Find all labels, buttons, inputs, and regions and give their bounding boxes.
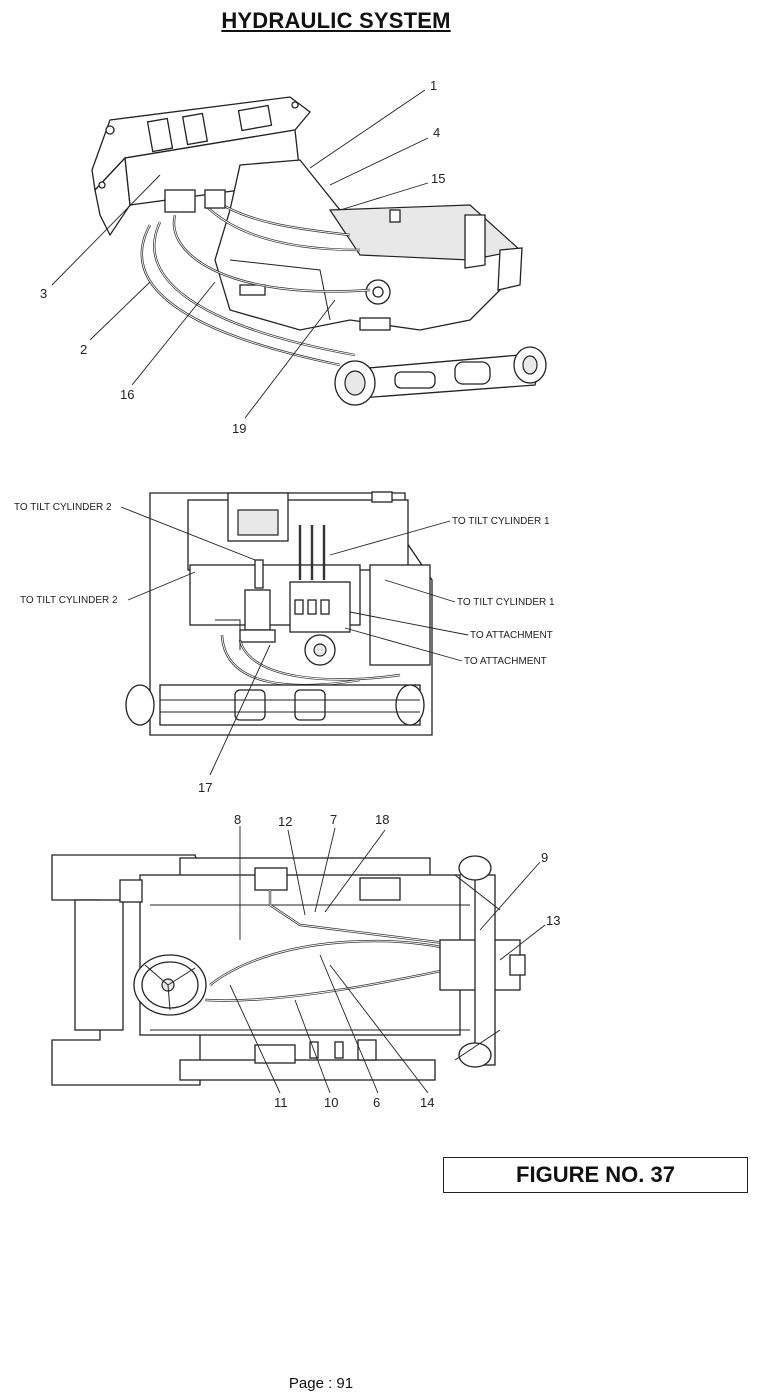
page-title: HYDRAULIC SYSTEM — [221, 8, 451, 33]
callout-12: 12 — [278, 814, 292, 829]
steering-wheel — [133, 954, 207, 1016]
callout-10: 10 — [324, 1095, 338, 1110]
callout-2: 2 — [80, 342, 87, 357]
label-tilt-cylinder-1-upper: TO TILT CYLINDER 1 — [452, 516, 550, 527]
truck-frame — [214, 159, 523, 331]
control-valve — [239, 559, 351, 666]
callout-4: 4 — [433, 125, 440, 140]
label-attachment-upper: TO ATTACHMENT — [470, 630, 553, 641]
callout-15: 15 — [431, 171, 445, 186]
label-tilt-cylinder-2-lower: TO TILT CYLINDER 2 — [20, 595, 118, 606]
hydraulic-top-view-diagram: 8 12 7 18 9 13 11 10 6 14 — [51, 812, 560, 1110]
callout-9: 9 — [541, 850, 548, 865]
bottom-callouts: 8 12 7 18 9 13 11 10 6 14 — [229, 812, 560, 1110]
callout-14: 14 — [420, 1095, 434, 1110]
top-callouts: 1 4 15 3 2 16 19 — [40, 78, 445, 436]
callout-6: 6 — [373, 1095, 380, 1110]
hydraulic-perspective-diagram: 1 4 15 3 2 16 19 — [40, 78, 547, 436]
callout-17: 17 — [198, 780, 212, 795]
label-tilt-cylinder-1-lower: TO TILT CYLINDER 1 — [457, 597, 555, 608]
callout-19: 19 — [232, 421, 246, 436]
steer-axle — [334, 346, 547, 406]
rear-labels: TO TILT CYLINDER 2 TO TILT CYLINDER 2 TO… — [14, 502, 555, 795]
callout-3: 3 — [40, 286, 47, 301]
figure-caption: FIGURE NO. 37 — [443, 1157, 748, 1193]
rear-hoses — [215, 525, 401, 687]
mast-carriage-plate — [91, 96, 311, 237]
hydraulic-rear-view-diagram: TO TILT CYLINDER 2 TO TILT CYLINDER 2 TO… — [14, 491, 555, 795]
callout-13: 13 — [546, 913, 560, 928]
callout-11: 11 — [274, 1095, 288, 1110]
rear-steer-axle-top-view — [439, 855, 526, 1068]
label-attachment-lower: TO ATTACHMENT — [464, 656, 547, 667]
callout-18: 18 — [375, 812, 389, 827]
label-tilt-cylinder-2-upper: TO TILT CYLINDER 2 — [14, 502, 112, 513]
callout-1: 1 — [430, 78, 437, 93]
callout-16: 16 — [120, 387, 134, 402]
chassis-top-view — [51, 854, 470, 1086]
callout-7: 7 — [330, 812, 337, 827]
page-number: Page : 91 — [288, 1375, 354, 1392]
rear-axle — [125, 684, 425, 726]
hydraulic-hoses — [140, 189, 371, 367]
callout-8: 8 — [234, 812, 241, 827]
